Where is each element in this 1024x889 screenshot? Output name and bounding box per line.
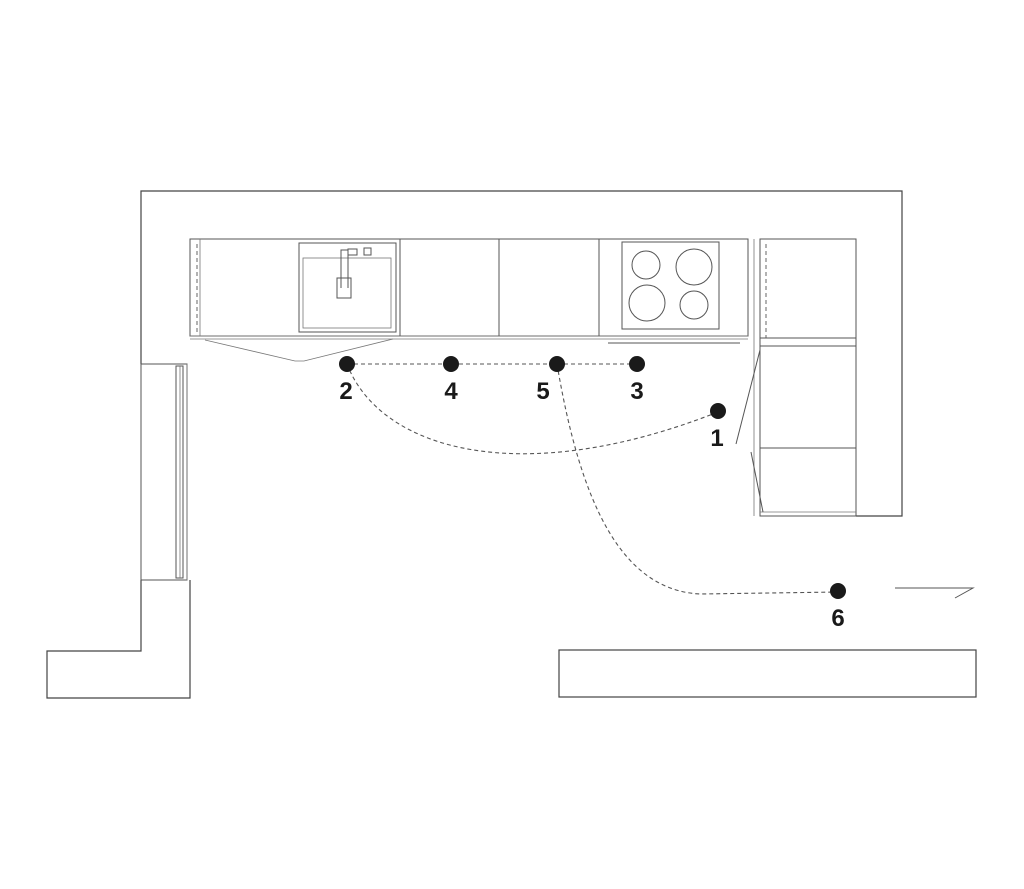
sink [298,242,397,333]
dishwasher-door-swing [204,338,394,362]
point-2: 2 [339,356,355,405]
point-1: 1 [710,403,726,452]
point-label: 1 [710,425,723,452]
point-3: 3 [629,356,645,405]
point-4: 4 [443,356,459,405]
point-label: 2 [339,378,352,405]
cooktop [608,241,740,344]
point-label: 4 [444,378,458,405]
point-6: 6 [830,583,846,632]
movement-paths [346,363,839,595]
path-5-to-6 [556,363,839,595]
point-5: 5 [536,356,565,405]
walls [46,190,977,699]
fridge [140,363,188,581]
point-label: 5 [536,378,549,405]
counter-run [189,238,749,340]
point-label: 6 [831,605,844,632]
corner-counter [735,238,857,517]
path-2-to-1 [346,363,719,455]
point-label: 3 [630,378,643,405]
